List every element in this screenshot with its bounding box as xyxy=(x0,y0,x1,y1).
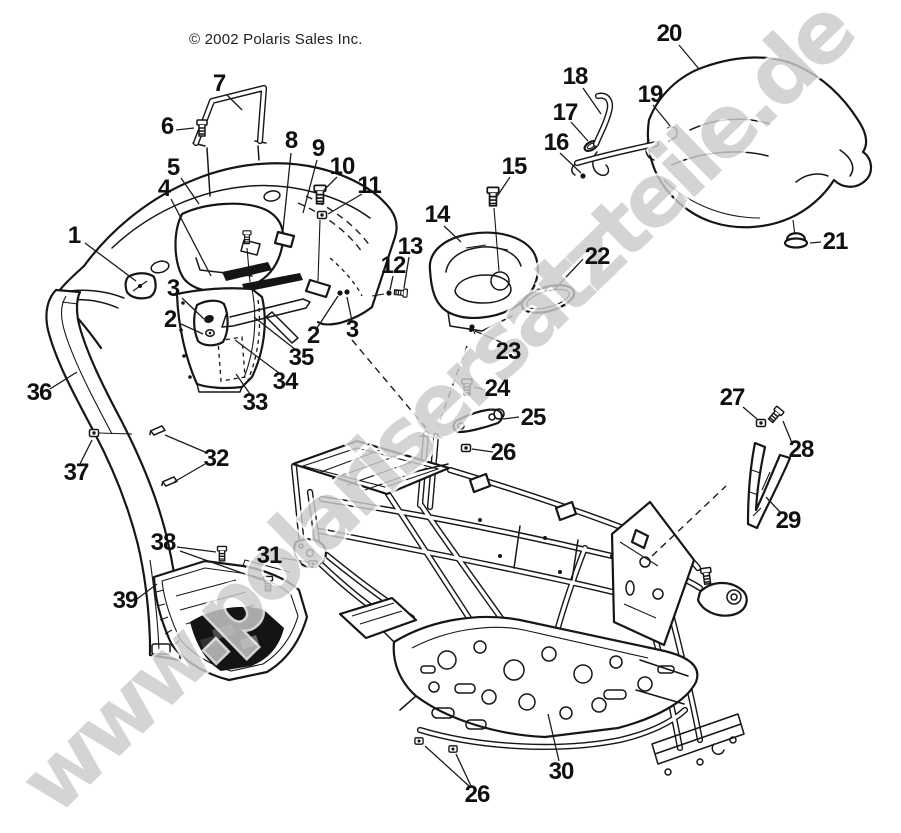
callout-19: 19 xyxy=(637,81,664,108)
callout-21: 21 xyxy=(822,228,849,255)
callout-38: 38 xyxy=(150,529,177,556)
callout-15: 15 xyxy=(501,153,528,180)
copyright-notice: © 2002 Polaris Sales Inc. xyxy=(189,31,363,48)
frame-part xyxy=(196,88,748,776)
callout-37: 37 xyxy=(63,459,90,486)
callout-27: 27 xyxy=(719,384,746,411)
callout-1: 1 xyxy=(67,222,81,249)
callout-24: 24 xyxy=(484,375,511,402)
callout-29: 29 xyxy=(775,507,802,534)
callout-7: 7 xyxy=(212,70,226,97)
rear-fender-part xyxy=(56,162,398,350)
callout-26: 26 xyxy=(490,439,517,466)
seat-part xyxy=(646,56,873,229)
callout-22: 22 xyxy=(584,243,611,270)
callout-9: 9 xyxy=(311,135,325,162)
callout-18: 18 xyxy=(562,63,589,90)
callout-13: 13 xyxy=(397,233,424,260)
callout-30: 30 xyxy=(548,758,575,785)
callout-6: 6 xyxy=(160,113,174,140)
callout-10: 10 xyxy=(329,153,356,180)
callout-2: 2 xyxy=(163,306,177,333)
callout-23: 23 xyxy=(495,338,522,365)
fasteners xyxy=(88,119,785,753)
callout-16: 16 xyxy=(543,129,570,156)
callout-12: 12 xyxy=(380,252,407,279)
callout-11: 11 xyxy=(357,172,381,199)
support-bracket-part xyxy=(452,324,505,434)
callout-32: 32 xyxy=(203,445,230,472)
seat-bumper-part xyxy=(783,219,809,249)
side-panel-part xyxy=(175,287,311,393)
leader-lines xyxy=(49,44,822,787)
fender-flare-part xyxy=(45,288,183,662)
callout-34: 34 xyxy=(272,368,299,395)
callout-25: 25 xyxy=(520,404,547,431)
callout-8: 8 xyxy=(284,127,298,154)
callout-31: 31 xyxy=(256,542,283,569)
rear-brace-part xyxy=(746,441,792,530)
callout-2b: 2 xyxy=(306,322,320,349)
decal-part xyxy=(520,284,576,314)
callout-26b: 26 xyxy=(464,781,491,808)
callout-33: 33 xyxy=(242,389,269,416)
storage-lid-part xyxy=(428,207,539,332)
callout-39: 39 xyxy=(112,587,139,614)
callout-3: 3 xyxy=(166,275,180,302)
callout-4: 4 xyxy=(157,175,171,202)
callout-35: 35 xyxy=(288,344,315,371)
callout-17: 17 xyxy=(552,99,579,126)
callout-20: 20 xyxy=(656,20,683,47)
callout-28: 28 xyxy=(788,436,815,463)
callout-3b: 3 xyxy=(345,316,359,343)
callout-14: 14 xyxy=(424,201,451,228)
callout-36: 36 xyxy=(26,379,53,406)
callout-5: 5 xyxy=(166,154,180,181)
dashed-guide-lines xyxy=(351,339,727,557)
